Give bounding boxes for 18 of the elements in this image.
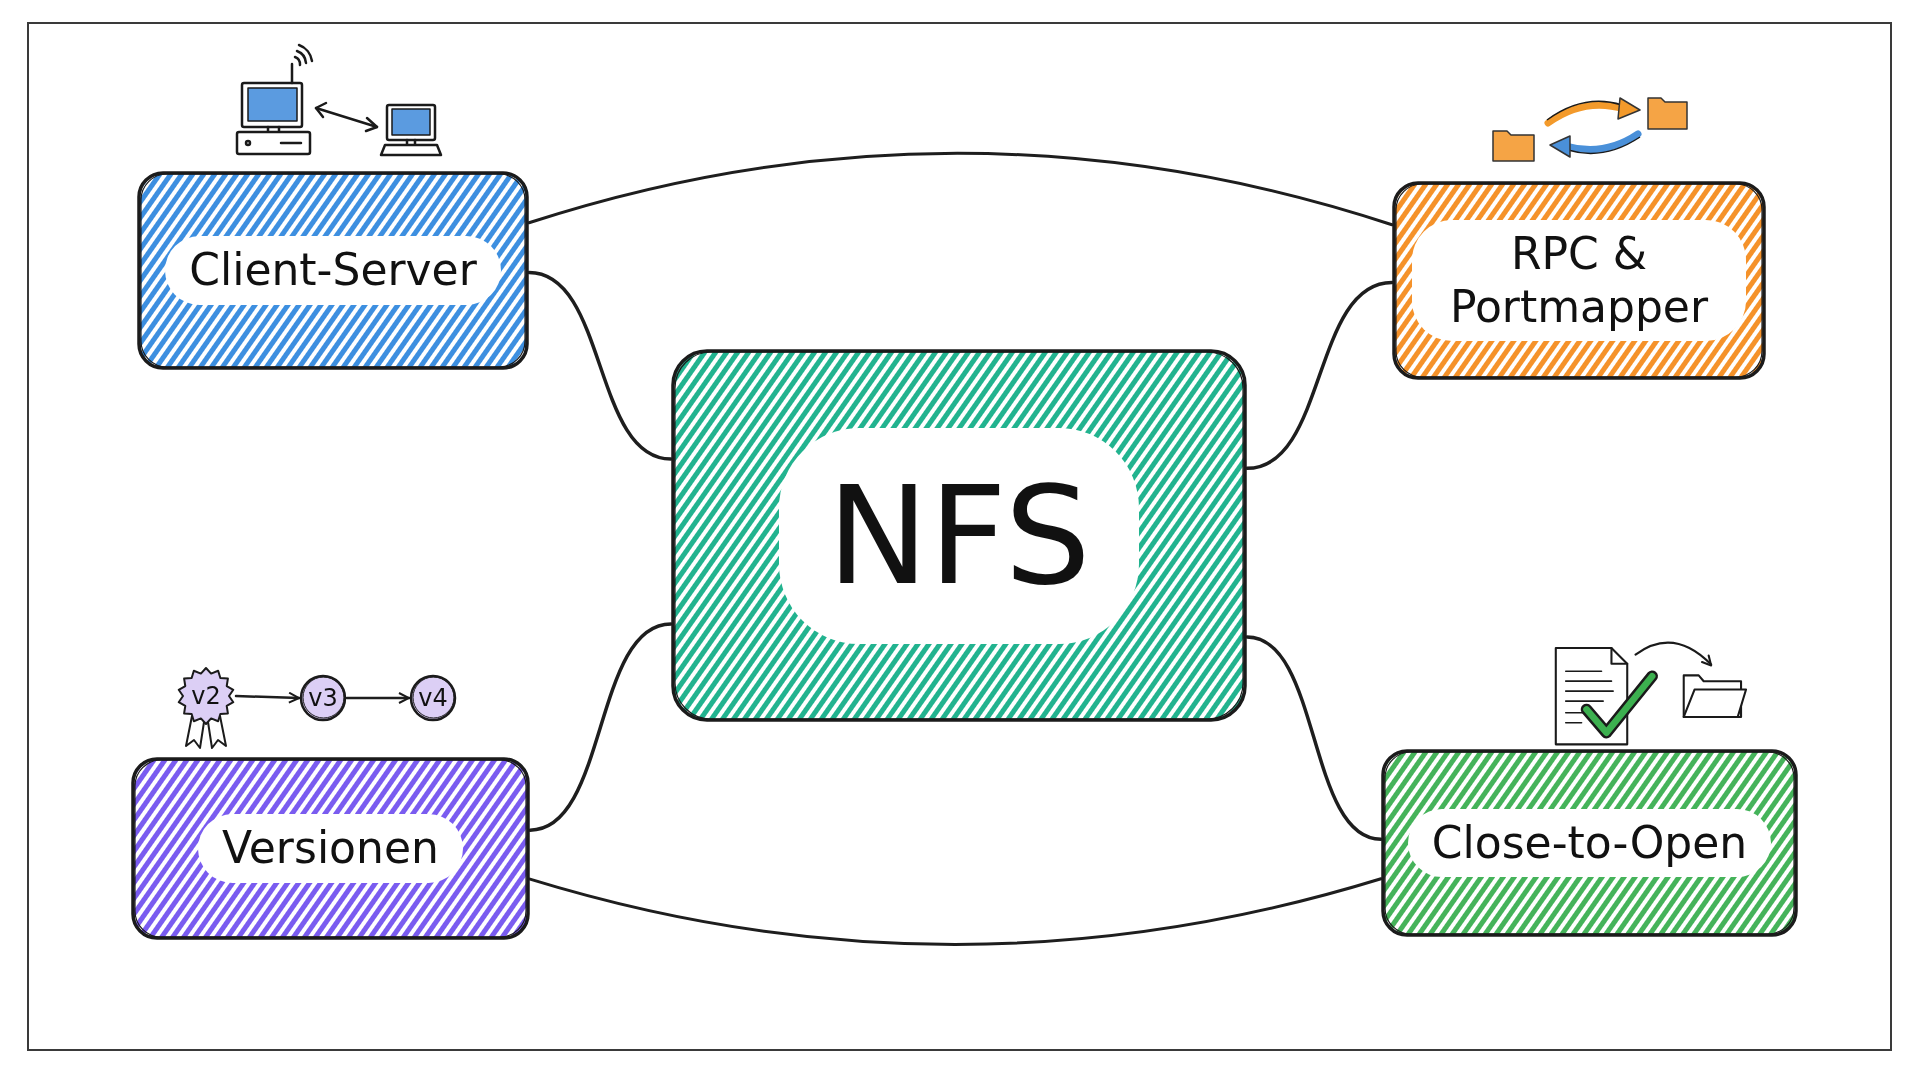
hatched-box	[131, 757, 530, 940]
hatched-box	[137, 171, 529, 370]
badge-label: v2	[191, 684, 221, 708]
arrow	[345, 692, 411, 704]
badge-label: v3	[308, 686, 338, 710]
hatched-box	[1381, 749, 1798, 937]
node-label: Close-to-Open	[1407, 808, 1772, 878]
node-label: NFS	[779, 427, 1139, 644]
rosette-badge	[176, 666, 236, 750]
node-label: Client-Server	[165, 236, 501, 305]
node-label: Versionen	[198, 814, 463, 883]
node-label: RPC & Portmapper	[1412, 219, 1746, 342]
circle-badge	[299, 674, 347, 722]
hatched-box	[671, 349, 1247, 722]
circle-badge	[409, 674, 457, 722]
hatched-box	[1392, 181, 1766, 380]
badge-label: v4	[418, 686, 448, 710]
arrow	[234, 691, 301, 704]
